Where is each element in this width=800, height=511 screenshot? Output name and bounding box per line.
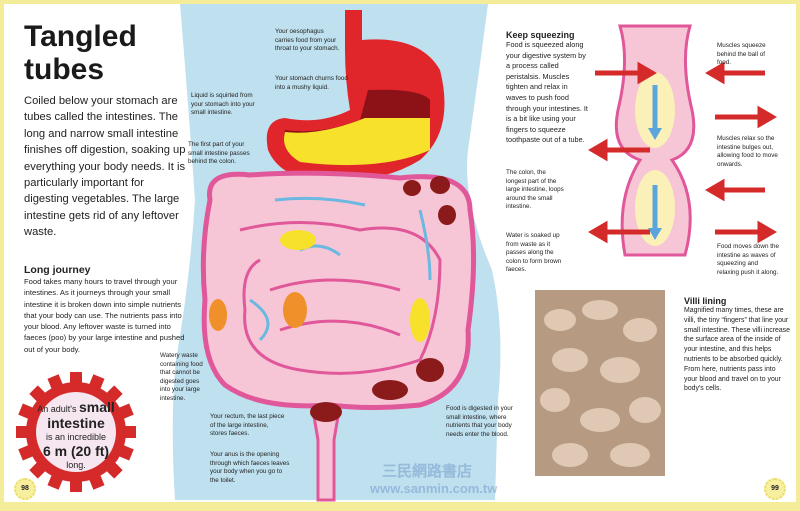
gear-tooth — [70, 478, 82, 492]
faeces — [416, 358, 444, 382]
fact-badge: An adult's small intestine is an incredi… — [37, 399, 115, 470]
gear-tooth — [29, 460, 48, 479]
watermark: 三民網路書店 www.sanmin.com.tw — [342, 463, 532, 499]
keep-squeezing-heading: Keep squeezing — [506, 30, 575, 40]
villi-heading: Villi lining — [684, 296, 727, 306]
gear-tooth — [116, 403, 134, 420]
label-watery-waste: Watery waste containing food that cannot… — [160, 352, 203, 402]
label-muscles-squeeze: Muscles squeeze behind the ball of food. — [717, 42, 766, 67]
page-title: Tangled tubes — [24, 20, 137, 86]
watermark-cn: 三民網路書店 — [382, 463, 473, 480]
label-liquid: Liquid is squirted from your stomach int… — [191, 92, 255, 117]
intro-text: Coiled below your stomach are tubes call… — [24, 95, 186, 239]
page-number-right: 99 — [764, 478, 786, 500]
page-number-left: 98 — [14, 478, 36, 500]
villi-text: Magnified many times, these are villi, t… — [684, 307, 790, 393]
faeces — [372, 380, 408, 400]
label-colon: The colon, the longest part of the large… — [506, 169, 564, 211]
gear-tooth — [47, 374, 64, 392]
gear-tooth — [70, 372, 82, 386]
gear-tooth — [47, 472, 64, 490]
label-food-moves: Food moves down the intestine as waves o… — [717, 243, 779, 276]
label-digested: Food is digested in your small intestine… — [446, 405, 513, 438]
food-orange — [209, 299, 227, 331]
faeces — [310, 402, 342, 422]
label-muscles-relax: Muscles relax so the intestine bulges ou… — [717, 135, 778, 168]
long-journey-text: Food takes many hours to travel through … — [24, 277, 185, 354]
long-journey-heading: Long journey — [24, 264, 91, 276]
faeces — [430, 176, 450, 194]
label-first-part: The first part of your small intestine p… — [188, 141, 250, 166]
label-anus: Your anus is the opening through which f… — [210, 451, 290, 484]
label-oesophagus: Your oesophagus carries food from your t… — [275, 28, 340, 53]
label-rectum: Your rectum, the last piece of the large… — [210, 413, 285, 438]
gear-tooth — [116, 444, 134, 461]
keep-squeezing-text: Food is squeezed along your digestive sy… — [506, 40, 588, 145]
gear-tooth — [16, 426, 30, 438]
food-yellow — [280, 230, 316, 250]
food-orange — [283, 292, 307, 328]
keep-squeezing-section: Keep squeezing Food is squeezed along yo… — [506, 30, 590, 146]
label-stomach: Your stomach churns food into a mushy li… — [275, 75, 348, 91]
gear-tooth — [88, 374, 105, 392]
gear-tooth — [18, 403, 36, 420]
long-journey-section: Long journey Food takes many hours to tr… — [24, 264, 186, 355]
stomach-food — [284, 118, 430, 166]
rectum — [310, 403, 342, 502]
gear-tooth — [122, 426, 136, 438]
villi-section: Villi lining Magnified many times, these… — [684, 296, 790, 394]
small-intestine-coils — [239, 221, 442, 375]
gear-tooth — [104, 385, 123, 404]
gear-tooth — [88, 472, 105, 490]
gear-tooth — [18, 444, 36, 461]
faeces — [438, 205, 456, 225]
gear-badge-shape — [16, 372, 136, 492]
muscle-arrows — [588, 61, 777, 244]
food-yellow — [410, 298, 430, 342]
watermark-url: www.sanmin.com.tw — [370, 481, 498, 496]
gear-tooth — [29, 385, 48, 404]
gear-tooth — [104, 460, 123, 479]
label-water: Water is soaked up from waste as it pass… — [506, 232, 562, 274]
faeces — [403, 180, 421, 196]
blue-arrows — [249, 196, 432, 342]
